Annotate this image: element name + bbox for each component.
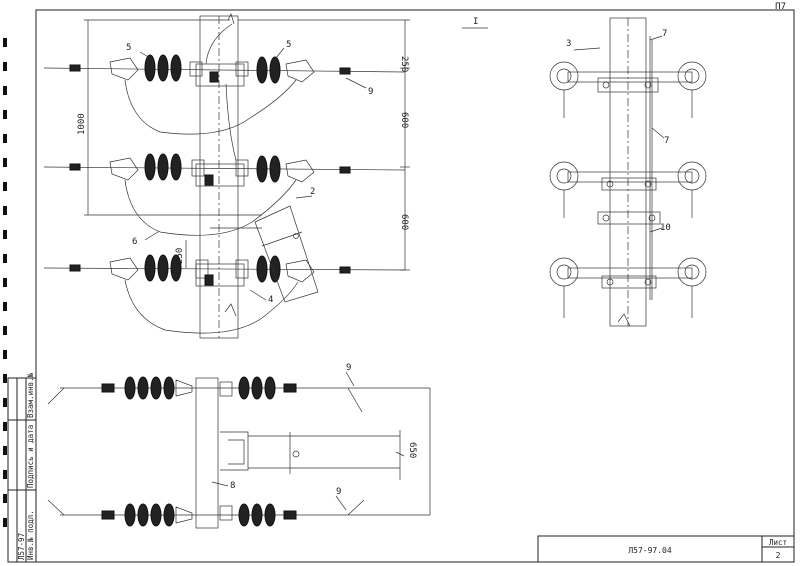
callout-7-mid: 7 [664, 136, 669, 146]
insulator-row-bottom [109, 254, 315, 283]
callout-2: 2 [310, 187, 315, 197]
callout-9-plan-top: 9 [346, 363, 351, 373]
traverse-top [549, 61, 707, 118]
callout-9-top: 9 [368, 87, 373, 97]
dim-600-low: 600 [399, 214, 409, 230]
front-view: 1000 250 600 600 250 5 5 9 2 6 4 [43, 13, 410, 339]
corner-mark: П7 [775, 2, 786, 12]
callout-10: 10 [660, 223, 671, 233]
stamp-col-1: Инв.№ подл. [26, 510, 35, 560]
sheet-number: 2 [776, 551, 781, 560]
dim-1000: 1000 [77, 113, 87, 135]
callout-8: 8 [230, 481, 235, 491]
callout-5-right: 5 [286, 40, 291, 50]
stamp-col-2: Подпись и дата [26, 425, 35, 488]
side-stamp: Взам.инв.№ Подпись и дата Инв.№ подл. Л5… [7, 372, 37, 563]
binding-marks [3, 38, 7, 527]
stamp-col-3: Взам.инв.№ [26, 372, 35, 418]
view-label: I [473, 17, 478, 27]
dim-250-ann: 250 [175, 248, 185, 264]
callout-5-left: 5 [126, 43, 131, 53]
dim-650: 650 [407, 442, 417, 458]
title-block: Л57-97.04 Лист 2 [537, 535, 795, 563]
plan-insulators-bottom [101, 503, 297, 527]
callout-3: 3 [566, 39, 571, 49]
callout-7-top: 7 [662, 29, 667, 39]
dim-250-top: 250 [399, 56, 409, 72]
traverse-middle [549, 161, 707, 225]
document-code: Л57-97.04 [628, 546, 672, 555]
dim-600-mid: 600 [399, 112, 409, 128]
insulator-row-middle [109, 153, 315, 183]
plan-insulators-top [101, 376, 297, 400]
callout-6: 6 [132, 237, 137, 247]
sheet-caption: Лист [769, 538, 787, 547]
sheet-frame [35, 9, 795, 563]
callout-9-plan-bottom: 9 [336, 487, 341, 497]
stamp-code: Л57-97 [17, 533, 26, 560]
traverse-bottom [549, 257, 707, 318]
plan-pole-beam [195, 377, 219, 529]
plan-view: 9 9 8 650 [47, 363, 431, 529]
insulator-row-top [109, 54, 315, 84]
callout-4: 4 [268, 295, 273, 305]
view-i: I [462, 17, 707, 327]
